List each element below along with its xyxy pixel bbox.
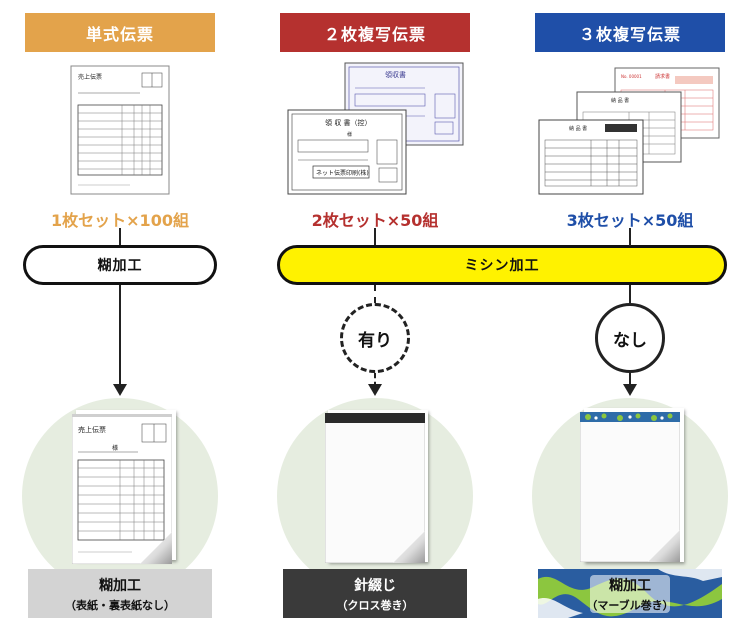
glued-slip-pad-face: 売上伝票 様 [72, 414, 172, 564]
set-count-single: 1枚セット×100組 [51, 211, 189, 230]
connector-line [629, 285, 631, 303]
connector-line [119, 285, 121, 387]
receipt-sama: 様 [347, 131, 352, 138]
process-pill-glue: 糊加工 [23, 245, 217, 285]
footer-title: 針綴じ [354, 577, 396, 594]
invoice-no: No. 00001 [621, 74, 642, 79]
pad-title: 売上伝票 [78, 425, 106, 434]
header-two-part-slip: ２枚複写伝票 [280, 13, 470, 52]
footer-glue-binding: 糊加工 （表紙・裏表紙なし） [28, 569, 212, 618]
receipt-copy-title: 領 収 書（控） [325, 118, 371, 127]
option-circle-no: なし [595, 303, 665, 373]
footer-title: 糊加工 [609, 577, 651, 594]
header-three-part-slip: ３枚複写伝票 [535, 13, 725, 52]
footer-subtitle: （マーブル巻き） [586, 598, 674, 612]
front-slip-title: 納 品 書 [569, 125, 587, 132]
receipt-title: 領収書 [385, 70, 406, 79]
header-single-slip: 単式伝票 [25, 13, 215, 52]
footer-staple-binding: 針綴じ （クロス巻き） [283, 569, 467, 618]
arrow-down-icon [623, 384, 637, 396]
footer-title: 糊加工 [99, 577, 141, 594]
dashed-connector [374, 373, 376, 387]
set-count-two-part: 2枚セット×50組 [311, 211, 439, 230]
arrow-down-icon [113, 384, 127, 396]
option-circle-yes: 有り [340, 303, 410, 373]
footer-marble-binding: 糊加工 （マーブル巻き） [538, 569, 722, 618]
two-part-slip-image: 領収書 領 収 書（控） 様 ネット伝票印刷(株) [287, 62, 464, 195]
invoice-title: 請求書 [655, 73, 670, 80]
footer-subtitle: （表紙・裏表紙なし） [65, 598, 175, 612]
marble-pattern [538, 569, 722, 618]
dashed-connector [374, 285, 376, 303]
single-slip-image: 売上伝票 [70, 65, 170, 195]
set-count-three-part: 3枚セット×50組 [566, 211, 694, 230]
marble-slip-pad-face [580, 412, 680, 562]
process-pill-perforation: ミシン加工 [277, 245, 727, 285]
arrow-down-icon [368, 384, 382, 396]
three-part-slip-image: No. 00001 請求書 納 品 書 納 品 書 [538, 67, 720, 195]
pad-sama: 様 [112, 444, 118, 452]
slip-title: 売上伝票 [78, 73, 102, 81]
connector-line [119, 228, 121, 246]
stapled-slip-pad-face [325, 413, 425, 563]
delivery-title: 納 品 書 [611, 97, 629, 104]
printer-name: ネット伝票印刷(株) [316, 169, 369, 177]
connector-line [629, 228, 631, 246]
footer-subtitle: （クロス巻き） [336, 598, 414, 612]
connector-line [374, 228, 376, 246]
connector-line [629, 373, 631, 387]
